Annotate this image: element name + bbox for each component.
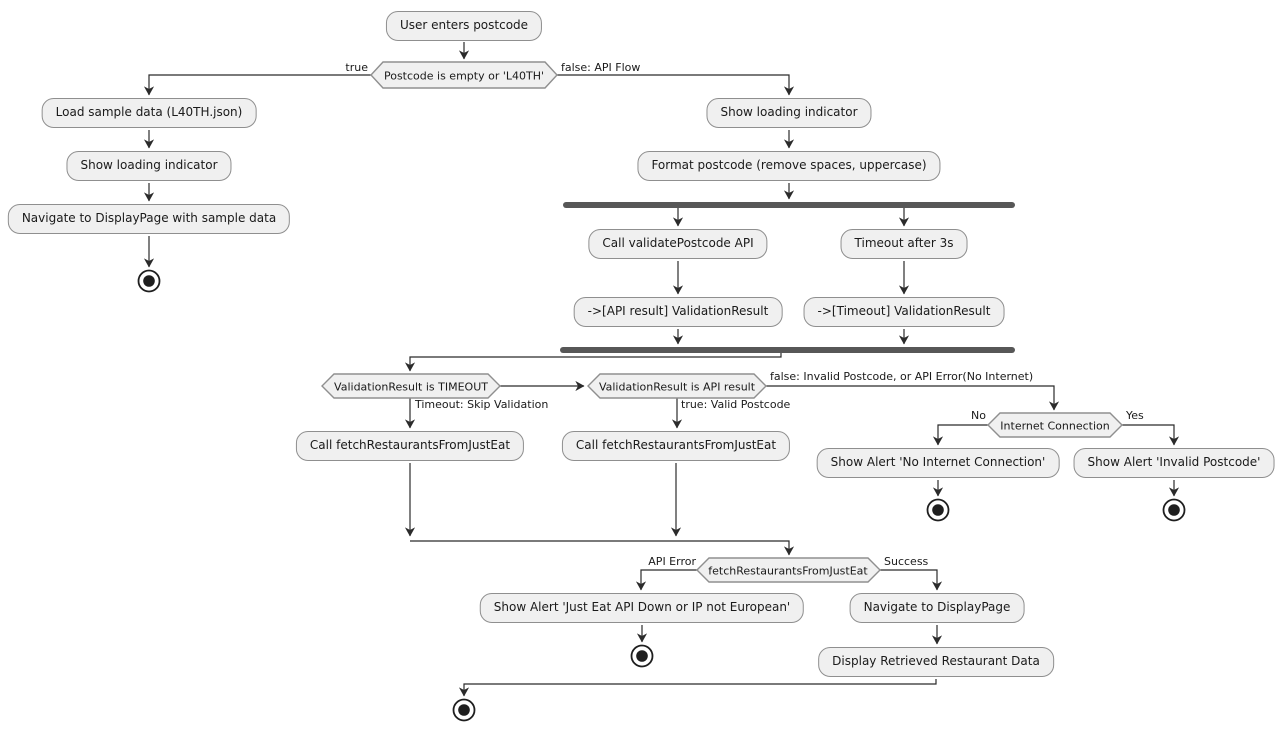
- edge-display-to-final-end: [458, 679, 937, 697]
- activity-load-sample-data: Load sample data (L40TH.json): [41, 98, 257, 128]
- edge-label-false-api-flow: false: API Flow: [561, 61, 641, 74]
- activity-call-validate-api: Call validatePostcode API: [588, 229, 768, 259]
- edge-label-yes: Yes: [1126, 409, 1144, 422]
- activity-fetch-right: Call fetchRestaurantsFromJustEat: [561, 431, 791, 461]
- edge-true-to-load-sample: [143, 74, 371, 96]
- end-node-left: [137, 269, 161, 293]
- activity-api-result-validation: ->[API result] ValidationResult: [573, 297, 783, 327]
- decision-is-timeout-label: ValidationResult is TIMEOUT: [334, 380, 488, 394]
- edge-join-to-is-timeout: [404, 353, 782, 372]
- activity-show-loading-left: Show loading indicator: [66, 151, 232, 181]
- activity-display-data: Display Retrieved Restaurant Data: [818, 647, 1054, 677]
- edge-label-success: Success: [884, 555, 929, 568]
- edge-false-to-show-loading: [557, 74, 795, 96]
- decision-shapes: [321, 61, 1123, 583]
- activity-alert-api-down: Show Alert 'Just Eat API Down or IP not …: [479, 593, 805, 623]
- activity-fetch-left: Call fetchRestaurantsFromJustEat: [295, 431, 525, 461]
- decision-internet-connection-shape: [987, 412, 1123, 438]
- activity-timeout-validation: ->[Timeout] ValidationResult: [803, 297, 1005, 327]
- decision-internet-connection-label: Internet Connection: [1000, 419, 1110, 433]
- fork-join-bars: [560, 202, 1015, 353]
- edge-label-api-error: API Error: [648, 555, 696, 568]
- edge-label-false-invalid: false: Invalid Postcode, or API Error(No…: [770, 370, 1034, 383]
- decision-postcode-check-label: Postcode is empty or 'L40TH': [383, 69, 545, 83]
- fork-bar: [563, 202, 1015, 208]
- edge-api-error-to-alert: [635, 569, 697, 591]
- activity-alert-invalid-postcode: Show Alert 'Invalid Postcode': [1073, 448, 1275, 478]
- activity-timeout-3s: Timeout after 3s: [840, 229, 968, 259]
- decision-postcode-check-shape: [370, 61, 558, 89]
- end-node-api-down: [630, 644, 654, 668]
- activity-user-enters-postcode: User enters postcode: [385, 11, 543, 41]
- activity-navigate-sample: Navigate to DisplayPage with sample data: [7, 204, 291, 234]
- end-node-final: [452, 698, 476, 722]
- decision-is-api-result-label: ValidationResult is API result: [598, 380, 756, 394]
- edge-label-true: true: [345, 61, 368, 74]
- decision-is-timeout-shape: [321, 373, 501, 399]
- activity-show-loading-right: Show loading indicator: [706, 98, 872, 128]
- edge-no-to-alert-no-internet: [932, 424, 988, 446]
- edge-false-to-internet-check: [766, 385, 1060, 411]
- edge-merge-to-fetch-result: [410, 540, 795, 556]
- end-node-no-internet: [926, 498, 950, 522]
- end-node-invalid-postcode: [1162, 498, 1186, 522]
- decision-fetch-result-shape: [696, 557, 881, 583]
- decision-is-api-result-shape: [587, 373, 767, 399]
- decision-fetch-result-label: fetchRestaurantsFromJustEat: [708, 564, 868, 578]
- activity-alert-no-internet: Show Alert 'No Internet Connection': [816, 448, 1060, 478]
- edge-label-no: No: [971, 409, 986, 422]
- edge-label-true-valid: true: Valid Postcode: [681, 398, 791, 411]
- activity-format-postcode: Format postcode (remove spaces, uppercas…: [637, 151, 941, 181]
- edge-success-to-navigate: [880, 569, 943, 591]
- edge-label-timeout-skip: Timeout: Skip Validation: [415, 398, 549, 411]
- activity-navigate-display: Navigate to DisplayPage: [849, 593, 1025, 623]
- edges: [143, 42, 1180, 697]
- edge-yes-to-alert-invalid: [1122, 424, 1180, 446]
- join-bar: [560, 347, 1015, 353]
